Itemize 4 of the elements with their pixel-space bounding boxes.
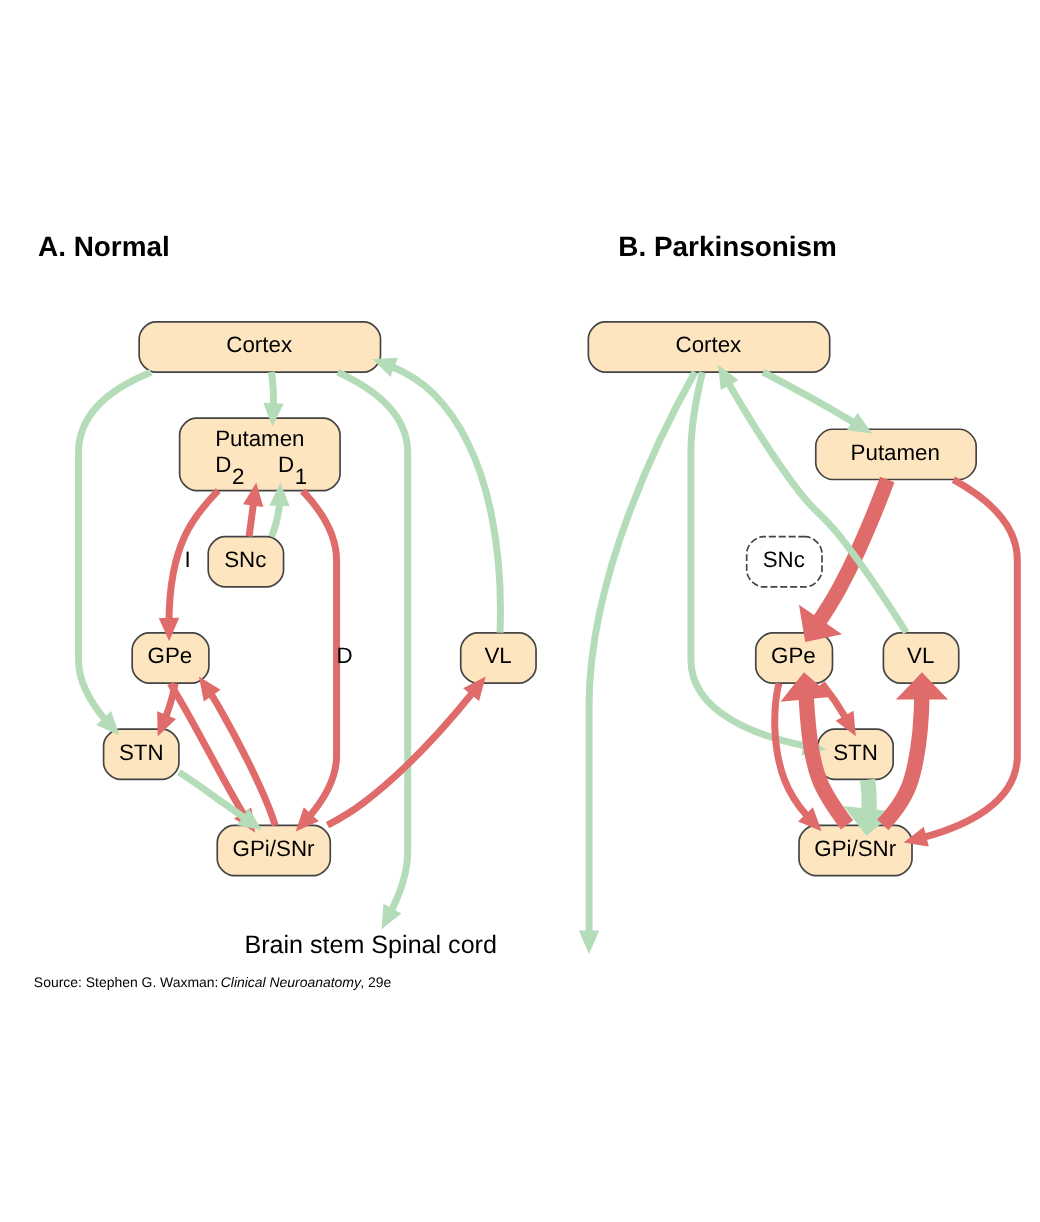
edge-label: I — [184, 548, 191, 573]
label: B. Parkinsonism — [618, 229, 837, 262]
label: A. Normal — [38, 229, 170, 262]
node-text: Brain stem Spinal cord — [244, 929, 497, 958]
